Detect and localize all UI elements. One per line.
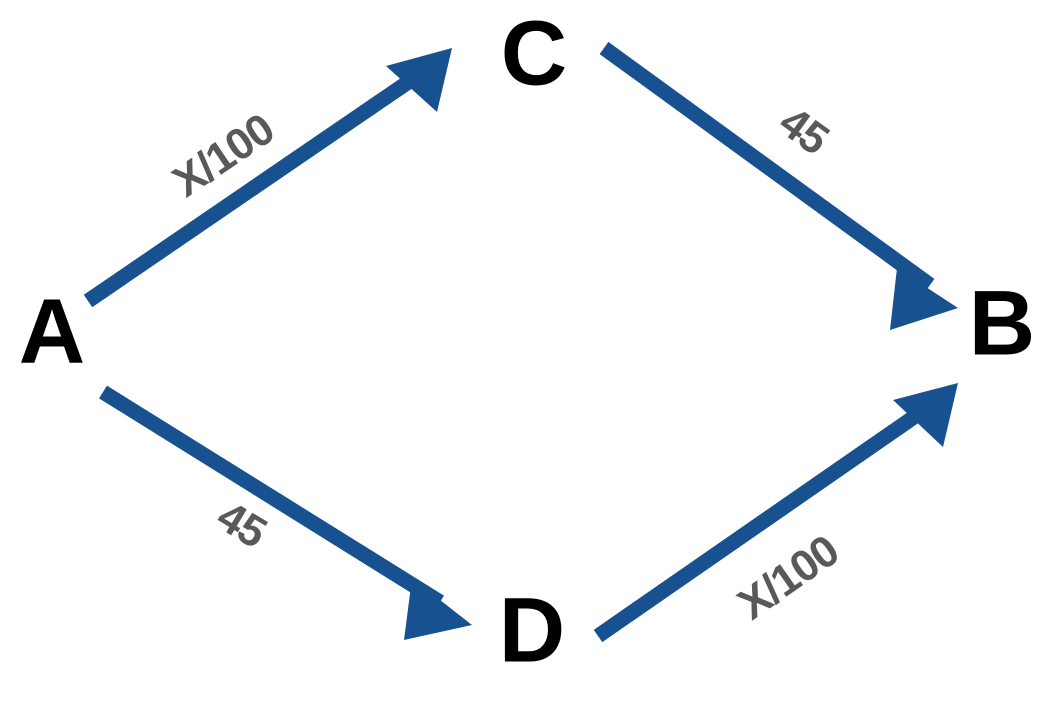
edge-a-to-d: 45 [99, 385, 472, 640]
edge-d-to-b: X/100 [593, 383, 958, 643]
edge-c-to-b-label: 45 [770, 97, 837, 165]
edge-d-to-b-arrowhead [893, 383, 958, 447]
edge-a-to-c-label: X/100 [164, 105, 283, 207]
edge-c-to-b-arrowhead [890, 268, 958, 330]
edge-a-to-c-arrowhead [386, 48, 452, 112]
edge-a-to-d-line [99, 385, 444, 609]
node-a[interactable]: A [19, 280, 85, 382]
node-b[interactable]: B [969, 272, 1035, 374]
edge-c-to-b: 45 [599, 41, 958, 330]
node-c[interactable]: C [501, 2, 567, 104]
node-d[interactable]: D [499, 579, 565, 681]
edge-a-to-c: X/100 [83, 48, 452, 308]
edge-c-to-b-line [599, 41, 935, 292]
edge-a-to-d-arrowhead [404, 578, 472, 640]
edge-d-to-b-line [593, 401, 932, 643]
edge-a-to-c-line [83, 67, 425, 308]
